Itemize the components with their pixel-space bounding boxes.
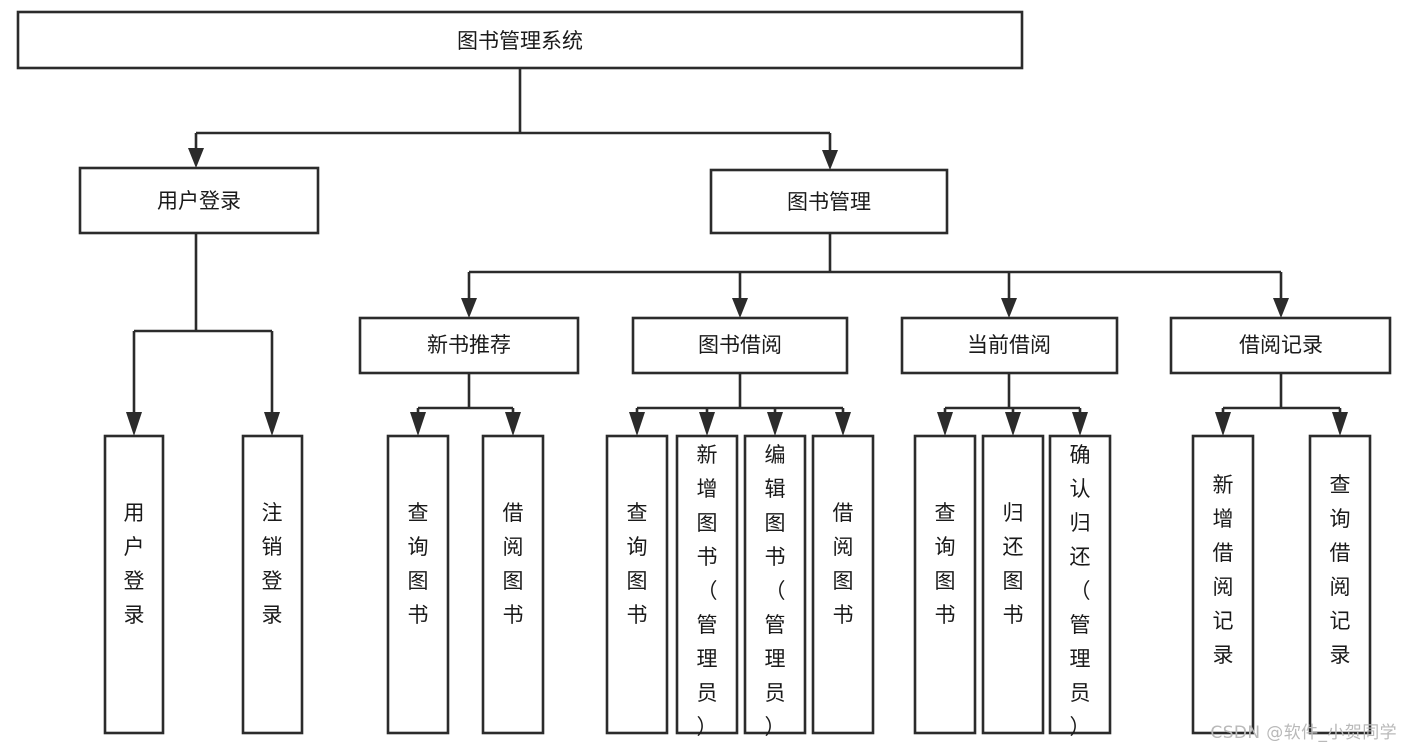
- arrow-head-leaf-edit-book-admin: [767, 412, 783, 436]
- node-book-manage-label: 图书管理: [787, 190, 871, 214]
- node-new-book-recommend-label: 新书推荐: [427, 333, 511, 357]
- node-leaf-add-book-admin-label: 新增图书（管理员）: [697, 443, 718, 739]
- node-leaf-logout-login-box[interactable]: [241, 434, 304, 735]
- node-new-book-recommend[interactable]: 新书推荐: [358, 316, 580, 375]
- edge-group-user-login-to-leaves: [126, 233, 280, 436]
- node-leaf-add-book-admin[interactable]: 新增图书（管理员）: [675, 434, 739, 739]
- node-leaf-user-login-label: 用户登录: [124, 501, 145, 627]
- node-leaf-add-borrow-record-label: 新增借阅记录: [1213, 473, 1234, 667]
- node-leaf-query-book-2[interactable]: 查询图书: [605, 434, 669, 735]
- arrow-head-leaf-logout-login: [264, 412, 280, 436]
- node-leaf-return-book-box[interactable]: [981, 434, 1045, 735]
- edge-group-current-borrow-to-leaves: [937, 373, 1088, 436]
- arrow-head-leaf-confirm-return-admin: [1072, 412, 1088, 436]
- node-user-login-label: 用户登录: [157, 189, 241, 213]
- arrow-head-leaf-add-borrow-record: [1215, 412, 1231, 436]
- node-leaf-borrow-book-1-box[interactable]: [481, 434, 545, 735]
- arrow-head-leaf-add-book-admin: [699, 412, 715, 436]
- node-book-borrow[interactable]: 图书借阅: [631, 316, 849, 375]
- node-leaf-confirm-return-admin-label: 确认归还（管理员）: [1070, 443, 1091, 739]
- node-leaf-query-book-1-box[interactable]: [386, 434, 450, 735]
- node-leaf-logout-login[interactable]: 注销登录: [241, 434, 304, 735]
- node-leaf-return-book[interactable]: 归还图书: [981, 434, 1045, 735]
- node-leaf-user-login-box[interactable]: [103, 434, 165, 735]
- arrow-head-leaf-query-borrow-record: [1332, 412, 1348, 436]
- node-leaf-confirm-return-admin-box[interactable]: [1048, 434, 1112, 735]
- node-leaf-borrow-book-2-box[interactable]: [811, 434, 875, 735]
- node-root-box[interactable]: [16, 10, 1024, 70]
- node-borrow-record-label: 借阅记录: [1239, 333, 1323, 357]
- node-borrow-record[interactable]: 借阅记录: [1169, 316, 1392, 375]
- arrow-head-leaf-borrow-book-2: [835, 412, 851, 436]
- node-book-borrow-box[interactable]: [631, 316, 849, 375]
- node-leaf-query-borrow-record-box[interactable]: [1308, 434, 1372, 735]
- node-leaf-logout-login-label: 注销登录: [262, 501, 283, 627]
- node-leaf-query-borrow-record-label: 查询借阅记录: [1330, 473, 1351, 667]
- node-leaf-borrow-book-1-label: 借阅图书: [503, 501, 524, 627]
- edge-group-root-to-level2: [188, 68, 838, 170]
- node-leaf-confirm-return-admin[interactable]: 确认归还（管理员）: [1048, 434, 1112, 739]
- node-root-label: 图书管理系统: [457, 29, 583, 53]
- arrow-head-book-borrow: [732, 298, 748, 318]
- arrow-head-leaf-borrow-book-1: [505, 412, 521, 436]
- node-leaf-query-book-1-label: 查询图书: [408, 501, 429, 627]
- node-new-book-recommend-box[interactable]: [358, 316, 580, 375]
- node-leaf-query-book-3-box[interactable]: [913, 434, 977, 735]
- arrow-head-leaf-query-book-2: [629, 412, 645, 436]
- edge-group-new-book-recommend-to-leaves: [410, 373, 521, 436]
- edge-group-book-manage-to-level3: [461, 233, 1289, 318]
- arrow-head-book-manage: [822, 150, 838, 170]
- arrow-head-user-login: [188, 148, 204, 168]
- node-borrow-record-box[interactable]: [1169, 316, 1392, 375]
- node-leaf-add-borrow-record-box[interactable]: [1191, 434, 1255, 735]
- node-root[interactable]: 图书管理系统: [16, 10, 1024, 70]
- node-leaf-query-book-1[interactable]: 查询图书: [386, 434, 450, 735]
- node-book-manage-box[interactable]: [709, 168, 949, 235]
- node-leaf-user-login[interactable]: 用户登录: [103, 434, 165, 735]
- node-leaf-add-borrow-record[interactable]: 新增借阅记录: [1191, 434, 1255, 735]
- edge-group-book-borrow-to-leaves: [629, 373, 851, 436]
- node-leaf-edit-book-admin[interactable]: 编辑图书（管理员）: [743, 434, 807, 739]
- node-leaf-add-book-admin-box[interactable]: [675, 434, 739, 735]
- arrow-head-leaf-return-book: [1005, 412, 1021, 436]
- node-leaf-borrow-book-2[interactable]: 借阅图书: [811, 434, 875, 735]
- edge-group-borrow-record-to-leaves: [1215, 373, 1348, 436]
- arrow-head-leaf-query-book-3: [937, 412, 953, 436]
- node-leaf-edit-book-admin-label: 编辑图书（管理员）: [765, 443, 786, 739]
- node-book-manage[interactable]: 图书管理: [709, 168, 949, 235]
- node-leaf-edit-book-admin-box[interactable]: [743, 434, 807, 735]
- node-user-login-box[interactable]: [78, 166, 320, 235]
- node-current-borrow-box[interactable]: [900, 316, 1119, 375]
- watermark-label: CSDN @软件_小贺同学: [1210, 723, 1397, 743]
- node-leaf-query-book-2-box[interactable]: [605, 434, 669, 735]
- node-leaf-return-book-label: 归还图书: [1003, 501, 1024, 627]
- arrow-head-borrow-record: [1273, 298, 1289, 318]
- arrow-head-current-borrow: [1001, 298, 1017, 318]
- node-current-borrow[interactable]: 当前借阅: [900, 316, 1119, 375]
- arrow-head-leaf-query-book-1: [410, 412, 426, 436]
- node-leaf-borrow-book-2-label: 借阅图书: [833, 501, 854, 627]
- arrow-head-new-book-recommend: [461, 298, 477, 318]
- node-book-borrow-label: 图书借阅: [698, 333, 782, 357]
- node-user-login[interactable]: 用户登录: [78, 166, 320, 235]
- node-leaf-borrow-book-1[interactable]: 借阅图书: [481, 434, 545, 735]
- arrow-head-leaf-user-login: [126, 412, 142, 436]
- node-leaf-query-borrow-record[interactable]: 查询借阅记录: [1308, 434, 1372, 735]
- node-leaf-query-book-3-label: 查询图书: [935, 501, 956, 627]
- node-current-borrow-label: 当前借阅: [967, 333, 1051, 357]
- node-leaf-query-book-2-label: 查询图书: [627, 501, 648, 627]
- node-leaf-query-book-3[interactable]: 查询图书: [913, 434, 977, 735]
